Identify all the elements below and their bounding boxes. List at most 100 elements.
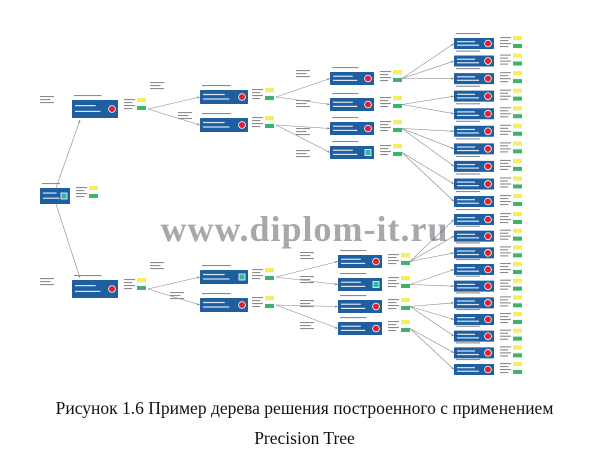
node-label [457,58,475,60]
value-labels [500,107,511,109]
green-value-cell [513,220,522,224]
arrow-head [335,305,338,308]
value-labels [500,232,509,234]
green-value-cell [265,304,274,308]
green-value-cell [401,306,410,310]
node-caption [456,292,480,294]
branch-arrow [409,269,455,285]
branch-label [150,265,161,267]
green-value-cell [513,253,522,258]
branch-arrow [275,78,331,98]
node-label [333,79,358,81]
root-decision-node [40,183,70,204]
green-value-cell [393,152,402,156]
leaf-top-values-6 [500,123,523,136]
green-square-icon [364,149,372,156]
value-labels [500,219,511,221]
red-circle-icon [484,74,492,83]
arrow-head [335,326,338,329]
value-labels [500,177,511,179]
leaf-top-values-4 [500,88,523,101]
node-caption [332,141,359,143]
node-label [457,199,475,201]
branch-label [40,99,51,101]
value-labels [380,100,389,102]
white-value-cell [136,282,147,286]
value-labels [500,372,509,374]
branch-arrow [275,304,339,307]
green-value-cell [265,124,274,128]
value-labels [252,123,263,125]
node-caption [456,259,480,261]
node-label [341,307,366,309]
branch-arrow [401,128,455,132]
branch-label [170,298,184,300]
branch-label [296,100,310,102]
value-labels [500,346,511,348]
values-level3-bottom-4 [388,320,411,332]
value-labels [500,127,509,129]
node-label [457,149,479,152]
red-circle-icon [238,93,246,101]
yellow-value-cell [513,176,522,181]
leaf-top-4 [454,85,494,102]
node-box [454,314,494,325]
green-value-cell [513,303,522,308]
branch-label [150,88,164,90]
red-circle-icon [484,265,492,274]
leaf-bottom-5 [454,275,494,292]
red-circle-icon [484,197,492,206]
yellow-value-cell [89,186,98,190]
leaf-top-10 [454,191,494,207]
leaf-bottom-values-6 [500,295,523,308]
value-labels [500,95,511,97]
value-labels [124,288,133,290]
value-labels [500,213,511,215]
value-labels [252,120,261,122]
value-labels [500,369,511,371]
branch-label [40,284,54,286]
value-labels [388,280,397,282]
node-caption [456,103,480,105]
white-value-cell [512,249,523,253]
node-label [341,329,366,331]
figure-caption-line2: Precision Tree [254,428,355,448]
value-labels [500,252,511,254]
node-label [457,111,475,113]
yellow-value-cell [393,96,402,100]
node-box [454,160,494,172]
value-labels [380,80,389,82]
branch-arrow [409,235,455,262]
leaf-bottom-10 [454,359,494,375]
branch-arrow [401,152,455,185]
node-label [333,149,353,151]
branch-arrow [275,124,331,153]
value-labels [500,338,509,340]
red-circle-icon [238,121,246,129]
value-labels [500,186,509,188]
value-labels [252,98,261,100]
branch-arrow [409,284,455,287]
white-value-cell [136,102,147,106]
node-level3-top-3 [330,117,374,135]
leaf-bottom-2 [454,225,494,242]
node-level3-top-2 [330,93,374,111]
branch-label [296,134,310,136]
branch-label [296,76,310,78]
arrow-head [451,146,454,149]
branch-label [300,279,311,281]
yellow-value-cell [513,312,522,316]
value-labels [500,335,511,337]
branch-label [40,96,54,98]
value-labels [252,117,263,119]
green-value-cell [513,131,522,136]
value-labels [500,313,511,315]
arrow-head [451,95,454,98]
green-value-cell [513,114,522,119]
branch-arrow [401,128,455,150]
value-labels [388,324,397,326]
value-labels [380,127,391,129]
node-caption [74,275,102,277]
node-box [454,125,494,137]
yellow-value-cell [137,278,146,282]
